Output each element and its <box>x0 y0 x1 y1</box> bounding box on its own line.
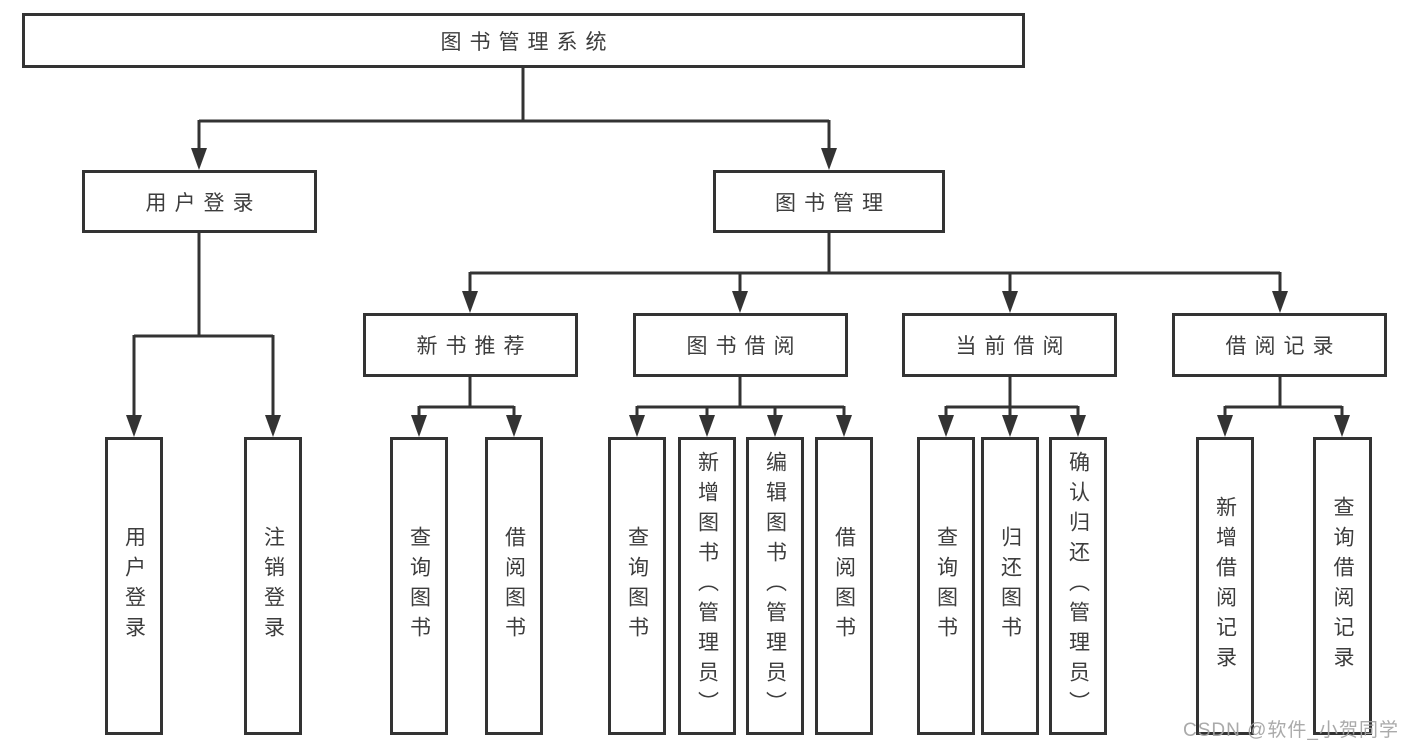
leaf-confirm-return-admin: 确认归还（管理员） <box>1049 437 1107 735</box>
node-user-login-label: 用户登录 <box>145 191 262 215</box>
leaf-add-borrow-record: 新增借阅记录 <box>1196 437 1254 735</box>
node-borrowing-records: 借阅记录 <box>1172 313 1387 377</box>
node-current-borrowing-label: 当前借阅 <box>955 335 1072 358</box>
arrowheads <box>126 148 1350 437</box>
node-current-borrowing: 当前借阅 <box>902 313 1117 377</box>
leaf-borrow-books: 借阅图书 <box>815 437 873 735</box>
csdn-watermark: CSDN @软件_小贺同学 <box>1183 720 1399 741</box>
leaf-return-books: 归还图书 <box>981 437 1039 735</box>
node-root-label: 图书管理系统 <box>440 30 615 54</box>
leaf-add-books-admin: 新增图书（管理员） <box>678 437 736 735</box>
leaf-borrow-books-recommend: 借阅图书 <box>485 437 543 735</box>
node-user-login: 用户登录 <box>82 170 317 233</box>
node-borrowing-records-label: 借阅记录 <box>1225 335 1342 358</box>
node-new-book-recommend-label: 新书推荐 <box>416 335 533 358</box>
node-book-management-label: 图书管理 <box>775 191 891 215</box>
node-new-book-recommend: 新书推荐 <box>363 313 578 377</box>
node-root: 图书管理系统 <box>22 13 1025 68</box>
node-book-management: 图书管理 <box>713 170 945 233</box>
leaf-user-login: 用户登录 <box>105 437 163 735</box>
leaf-edit-books-admin: 编辑图书（管理员） <box>746 437 804 735</box>
leaf-query-books-current: 查询图书 <box>917 437 975 735</box>
node-book-borrowing: 图书借阅 <box>633 313 848 377</box>
leaf-logout: 注销登录 <box>244 437 302 735</box>
leaf-query-books-recommend: 查询图书 <box>390 437 448 735</box>
leaf-query-books-borrowing: 查询图书 <box>608 437 666 735</box>
node-book-borrowing-label: 图书借阅 <box>686 335 803 358</box>
leaf-query-borrow-record: 查询借阅记录 <box>1313 437 1372 735</box>
